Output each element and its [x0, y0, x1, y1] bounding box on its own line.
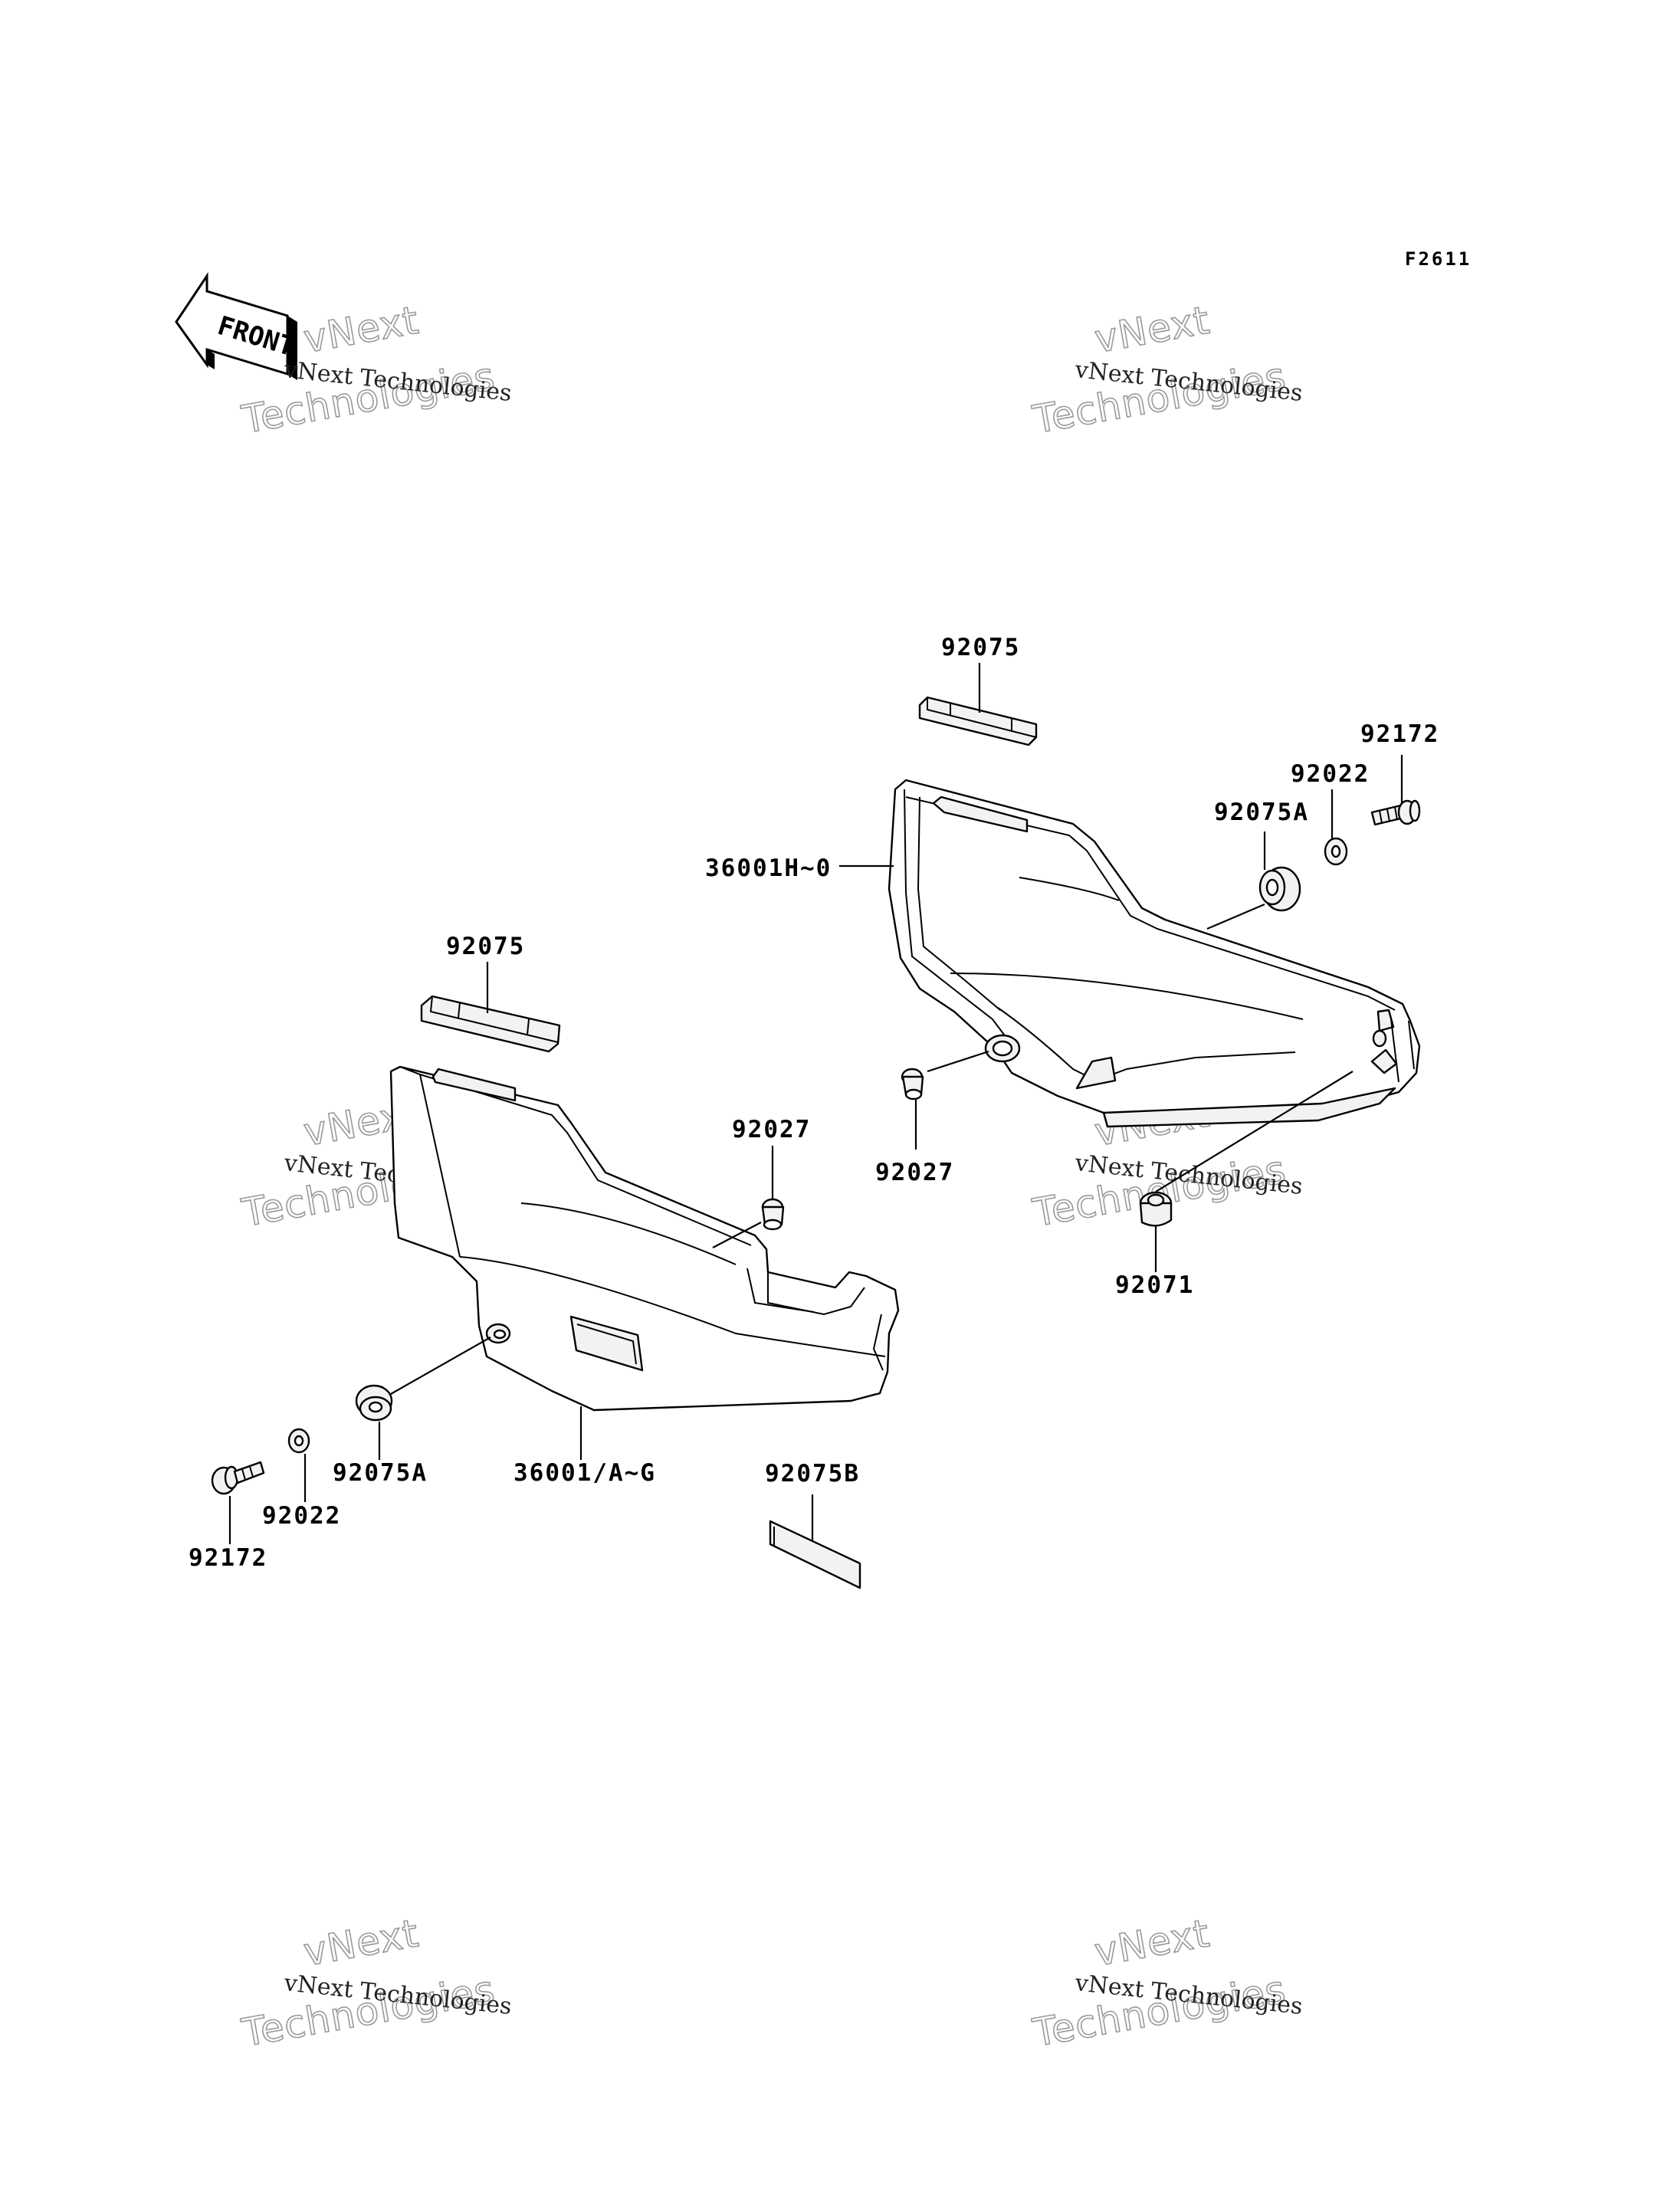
front-arrow-icon: FRONT: [175, 272, 298, 380]
watermark-bottom-left: vNext Technologies vNext Technologies: [238, 1911, 513, 2056]
right-collar: [901, 1068, 924, 1100]
left-side-cover: [389, 1065, 900, 1412]
label-right-damper: 92071: [1115, 1271, 1194, 1299]
right-grommet: [1258, 866, 1301, 912]
left-collar: [761, 1198, 785, 1231]
label-left-bolt: 92172: [189, 1544, 267, 1572]
label-left-washer: 92022: [262, 1502, 341, 1530]
svg-text:vNext: vNext: [300, 297, 422, 361]
right-side-cover: [888, 779, 1421, 1128]
svg-text:vNext: vNext: [1091, 1911, 1213, 1974]
left-pad: [769, 1520, 861, 1589]
left-bolt: [211, 1461, 265, 1495]
label-right-bolt: 92172: [1360, 720, 1439, 748]
right-rubber-bar: [918, 696, 1038, 746]
watermark-top-right: vNext Technologies vNext Technologies: [1029, 297, 1304, 443]
label-right-collar: 92027: [875, 1159, 954, 1186]
svg-text:vNext: vNext: [1091, 297, 1213, 361]
label-right-washer: 92022: [1291, 760, 1370, 788]
label-left-collar: 92027: [732, 1116, 811, 1143]
left-washer: [287, 1428, 310, 1454]
right-damper: [1139, 1191, 1173, 1227]
label-left-grommet: 92075A: [333, 1459, 428, 1487]
label-right-bar: 92075: [941, 634, 1020, 661]
label-left-pad: 92075B: [765, 1460, 860, 1488]
label-left-bar: 92075: [446, 933, 525, 960]
label-right-grommet: 92075A: [1214, 799, 1309, 826]
label-left-cover: 36001/A~G: [514, 1459, 656, 1487]
right-washer: [1324, 837, 1348, 866]
svg-text:vNext: vNext: [300, 1911, 422, 1974]
left-rubber-bar: [420, 995, 561, 1053]
right-bolt: [1370, 799, 1421, 826]
figure-code: F2611: [1405, 248, 1472, 270]
left-grommet: [355, 1384, 393, 1422]
watermark-bottom-right: vNext Technologies vNext Technologies: [1029, 1911, 1304, 2056]
label-right-cover: 36001H~0: [705, 854, 832, 882]
